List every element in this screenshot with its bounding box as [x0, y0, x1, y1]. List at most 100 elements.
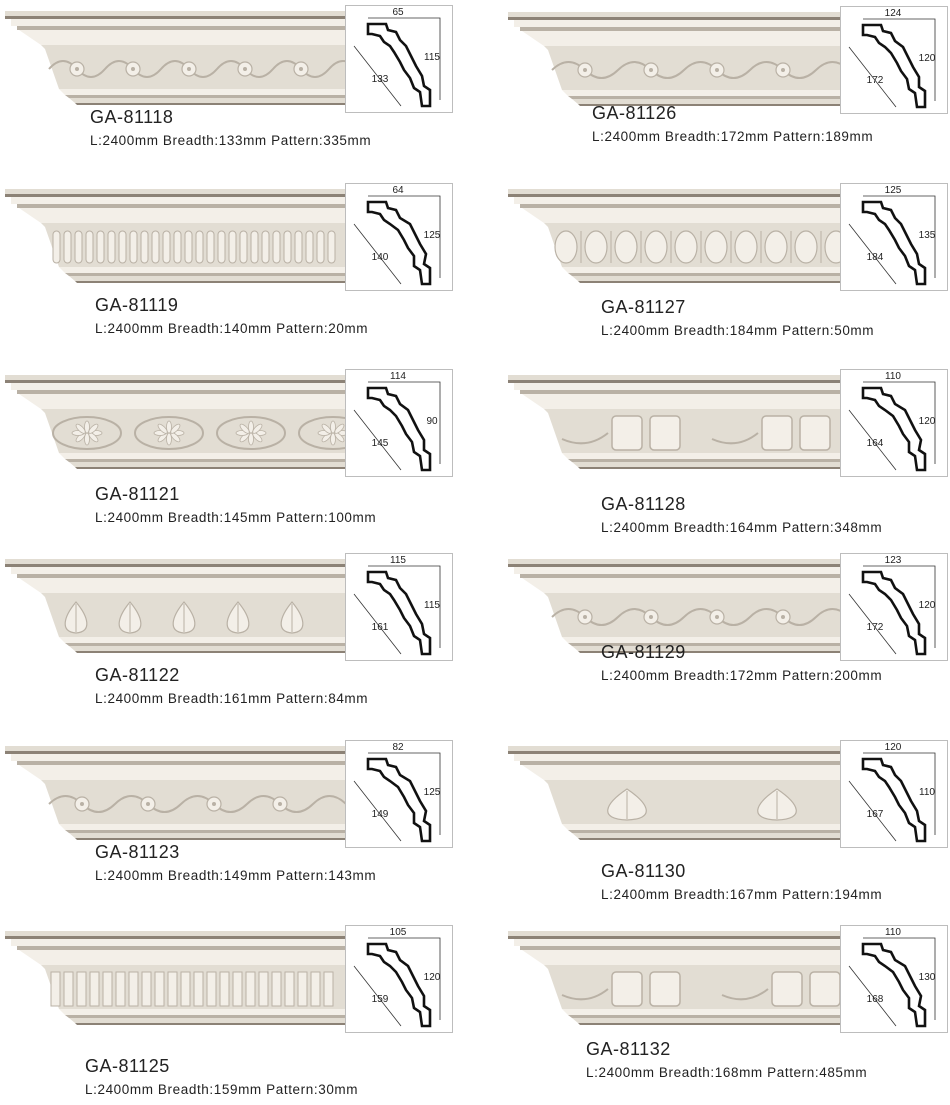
dim-diagonal-label: 145 — [372, 438, 389, 449]
swag-pattern — [561, 971, 841, 1007]
product-card: 125 135 184 — [508, 183, 950, 363]
profile-diagram: 110 120 164 — [840, 369, 948, 477]
product-code: GA-81126 — [592, 103, 677, 123]
product-specs: L:2400mm Breadth:184mm Pattern:50mm — [601, 323, 875, 338]
product-specs: L:2400mm Breadth:168mm Pattern:485mm — [586, 1065, 868, 1080]
dentil-pattern — [50, 971, 334, 1007]
profile-drawing: 125 135 184 — [848, 185, 936, 286]
dim-side-label: 120 — [919, 53, 936, 64]
dim-top-label: 65 — [392, 7, 404, 18]
product-code: GA-81122 — [95, 665, 180, 685]
floral-pattern — [48, 60, 345, 78]
dim-side-label: 110 — [919, 787, 935, 798]
product-code: GA-81119 — [95, 295, 179, 315]
product-card: 105 120 159 — [5, 925, 460, 1105]
product-card: 110 120 164 — [508, 369, 950, 549]
rosette-pattern — [52, 416, 345, 450]
dim-diagonal-label: 172 — [867, 75, 884, 86]
product-code: GA-81118 — [90, 107, 174, 127]
product-specs: L:2400mm Breadth:164mm Pattern:348mm — [601, 520, 883, 535]
profile-diagram: 125 135 184 — [840, 183, 948, 291]
moulding-photo — [508, 189, 848, 283]
profile-drawing: 82 125 149 — [353, 742, 441, 843]
dim-side-label: 120 — [919, 600, 936, 611]
dim-diagonal-label: 159 — [372, 994, 389, 1005]
dim-top-label: 110 — [885, 927, 901, 938]
product-specs: L:2400mm Breadth:167mm Pattern:194mm — [601, 887, 883, 902]
profile-drawing: 110 120 164 — [848, 371, 936, 472]
moulding-photo — [5, 375, 345, 469]
product-code: GA-81130 — [601, 861, 686, 881]
dim-top-label: 115 — [390, 555, 406, 566]
product-code: GA-81128 — [601, 494, 686, 514]
dim-top-label: 125 — [885, 185, 902, 196]
profile-diagram: 110 130 168 — [840, 925, 948, 1033]
product-specs: L:2400mm Breadth:145mm Pattern:100mm — [95, 510, 377, 525]
dim-diagonal-label: 164 — [867, 438, 884, 449]
moulding-photo — [5, 559, 345, 653]
bracket-pattern — [561, 415, 831, 451]
dim-diagonal-label: 168 — [867, 994, 884, 1005]
moulding-photo — [508, 559, 848, 653]
profile-drawing: 120 110 167 — [848, 742, 935, 843]
profile-drawing: 110 130 168 — [848, 927, 936, 1028]
product-specs: L:2400mm Breadth:133mm Pattern:335mm — [90, 133, 372, 148]
dim-top-label: 64 — [392, 185, 404, 196]
dim-side-label: 130 — [919, 972, 936, 983]
dim-side-label: 135 — [919, 230, 936, 241]
product-code: GA-81132 — [586, 1039, 671, 1059]
dim-diagonal-label: 167 — [867, 809, 884, 820]
dim-diagonal-label: 172 — [867, 622, 884, 633]
product-code: GA-81127 — [601, 297, 686, 317]
profile-drawing: 124 120 172 — [848, 8, 936, 109]
dim-diagonal-label: 184 — [867, 252, 884, 263]
moulding-photo — [508, 12, 848, 106]
product-specs: L:2400mm Breadth:161mm Pattern:84mm — [95, 691, 369, 706]
dim-side-label: 120 — [919, 416, 936, 427]
product-specs: L:2400mm Breadth:159mm Pattern:30mm — [85, 1082, 359, 1097]
dim-top-label: 120 — [885, 742, 902, 753]
dim-top-label: 124 — [885, 8, 902, 19]
scroll-pattern — [551, 608, 848, 626]
dim-diagonal-label: 140 — [372, 252, 389, 263]
profile-diagram: 124 120 172 — [840, 6, 948, 114]
moulding-photo — [508, 931, 848, 1025]
dim-side-label: 125 — [424, 787, 441, 798]
vine-pattern — [551, 61, 848, 79]
profile-diagram: 105 120 159 — [345, 925, 453, 1033]
product-code: GA-81121 — [95, 484, 180, 504]
product-specs: L:2400mm Breadth:140mm Pattern:20mm — [95, 321, 369, 336]
dim-top-label: 105 — [390, 927, 407, 938]
dim-top-label: 82 — [392, 742, 404, 753]
product-card: 82 125 149 — [5, 740, 460, 920]
profile-diagram: 120 110 167 — [840, 740, 948, 848]
dim-side-label: 115 — [424, 600, 440, 611]
acanthus-pattern — [64, 601, 304, 634]
dim-side-label: 90 — [426, 416, 438, 427]
product-specs: L:2400mm Breadth:172mm Pattern:189mm — [592, 129, 874, 144]
moulding-photo — [5, 746, 345, 840]
dim-diagonal-label: 149 — [372, 809, 389, 820]
moulding-photo — [508, 746, 848, 840]
garland-pattern — [48, 795, 345, 813]
moulding-photo — [5, 11, 345, 105]
dim-side-label: 115 — [424, 52, 440, 63]
moulding-photo — [5, 189, 345, 283]
product-card: 120 110 167 — [508, 740, 950, 920]
dim-top-label: 110 — [885, 371, 901, 382]
dim-side-label: 120 — [424, 972, 441, 983]
moulding-photo — [508, 375, 848, 469]
